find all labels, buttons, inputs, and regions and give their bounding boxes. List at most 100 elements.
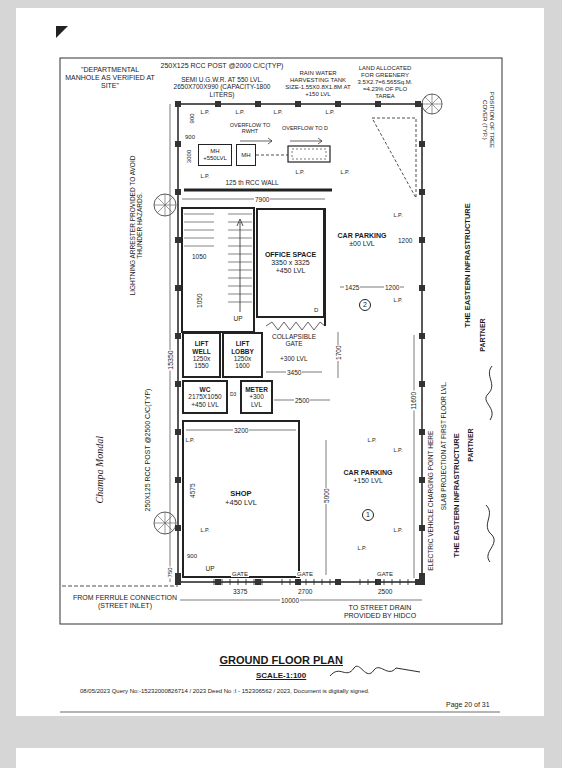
rainwater-tank-inner <box>292 149 326 159</box>
stair-tread <box>184 222 214 223</box>
dimension-text: 900 <box>186 553 198 560</box>
room-detail: +450 LVL <box>276 267 306 275</box>
annotation-text: LAND ALLOCATED FOR GREENERY 3.5X2.7=6.56… <box>352 65 418 99</box>
paper <box>16 8 544 768</box>
stair-tread <box>228 286 252 287</box>
tree-spoke <box>165 197 173 205</box>
gate-mark <box>314 579 315 585</box>
signature <box>330 666 420 676</box>
rcc-post <box>175 573 181 579</box>
annotation-text: 250X125 RCC POST @2500 C/C(TYP) <box>144 388 152 513</box>
callout-number: 2 <box>359 299 371 311</box>
annotation-text: UP <box>205 565 216 572</box>
tree-spoke <box>432 104 433 114</box>
dimension-line <box>414 335 415 578</box>
annotation-text: GATE <box>376 571 394 578</box>
pipe <box>256 155 288 156</box>
stair-tread <box>228 254 252 255</box>
gate-mark <box>384 579 385 585</box>
rcc-post <box>295 101 301 107</box>
ferrule-pipe <box>62 586 178 587</box>
signature <box>486 505 494 562</box>
rcc-post <box>175 189 181 195</box>
dimension-text: 1700 <box>335 344 342 360</box>
rcc-post <box>175 333 181 339</box>
dimension-text: 11600 <box>410 390 417 410</box>
parking-area: CAR PARKING±00 LVL <box>333 222 391 258</box>
lamp-post-mark: L.P. <box>393 447 404 453</box>
gate-mark <box>214 579 215 585</box>
rcc-post <box>295 579 301 585</box>
page-sheet <box>16 8 544 716</box>
rcc-post <box>215 579 221 585</box>
tree-spoke <box>165 205 176 206</box>
rcc-post <box>175 101 181 107</box>
rcc-post <box>255 579 261 585</box>
plot-boundary <box>178 104 422 582</box>
dimension-text: 15350 <box>166 349 174 370</box>
annotation-text: UP <box>233 315 244 322</box>
annotation-text: D3 <box>229 392 237 398</box>
rcc-post <box>175 429 181 435</box>
dimension-text: 1425 <box>344 284 360 291</box>
room-detail: 1250x 1550 <box>186 355 217 370</box>
rcc-post <box>255 101 261 107</box>
room-name: SHOP <box>230 490 251 499</box>
stair-tread <box>228 246 252 247</box>
tree-spoke <box>165 512 166 523</box>
room-name: CAR PARKING <box>338 232 387 240</box>
plot <box>62 104 422 600</box>
rcc-post <box>335 101 341 107</box>
dimension-text: 900 <box>189 112 196 124</box>
next-page-sheet <box>16 748 544 768</box>
annotation-text: SLAB PROJECTION AT FIRST FLOOR LVL. <box>439 380 446 511</box>
stair-tread <box>184 238 214 239</box>
stair-tread <box>228 278 252 279</box>
tree-spoke <box>165 515 173 523</box>
tree-spoke <box>432 97 439 104</box>
tree-spoke <box>432 104 442 105</box>
gate-mark <box>400 579 401 585</box>
room-detail: +450 LVL <box>225 499 257 508</box>
annotation-text: TO STREET DRAIN PROVIDED BY HIDCO <box>329 604 431 620</box>
tree-spoke <box>154 523 165 524</box>
dimension-text: 1050 <box>191 253 207 260</box>
tree-spoke <box>157 197 165 205</box>
stair-arrow <box>240 222 241 312</box>
dimension-text: 2700 <box>297 588 313 595</box>
stamp-text: PARTNER <box>478 317 486 352</box>
rcc-post <box>419 525 425 531</box>
rcc-post <box>375 101 381 107</box>
manhole-box: MH <box>236 144 256 166</box>
footer-rule <box>60 712 500 713</box>
dimension-line <box>170 104 171 582</box>
rcc-post <box>175 579 181 585</box>
room-name: WC <box>200 386 211 393</box>
stair-enclosure <box>182 208 254 332</box>
drawing-title: GROUND FLOOR PLAN <box>220 654 343 666</box>
rcc-post <box>419 285 425 291</box>
handwritten-signature: Champa Mondal <box>94 435 106 505</box>
parking-area: CAR PARKING+150 LVL <box>338 460 398 494</box>
gate-mark <box>290 579 291 585</box>
gate-mark <box>238 579 239 585</box>
rcc-post <box>375 579 381 585</box>
tree-spoke <box>422 104 432 105</box>
annotation-text: +300 LVL <box>279 355 309 362</box>
gate-mark <box>282 579 283 585</box>
lamp-post-mark: L.P. <box>185 437 196 443</box>
rcc-post <box>175 141 181 147</box>
room: METER+300 LVL <box>240 380 273 414</box>
rcc-post <box>419 141 425 147</box>
annotation-text: OVERFLOW TO RWHT <box>226 122 274 135</box>
room-name: LIFT WELL <box>186 340 217 355</box>
lamp-post-mark: L.P. <box>393 297 404 303</box>
room-name: METER <box>245 386 268 393</box>
tree-symbol <box>154 512 176 534</box>
tree-spoke <box>154 205 165 206</box>
room-detail: 2175X1050 <box>188 393 221 400</box>
tree-spoke <box>425 104 432 111</box>
dimension-text: 1200 <box>384 284 400 291</box>
rcc-post <box>419 579 425 585</box>
stair-tread <box>228 222 252 223</box>
